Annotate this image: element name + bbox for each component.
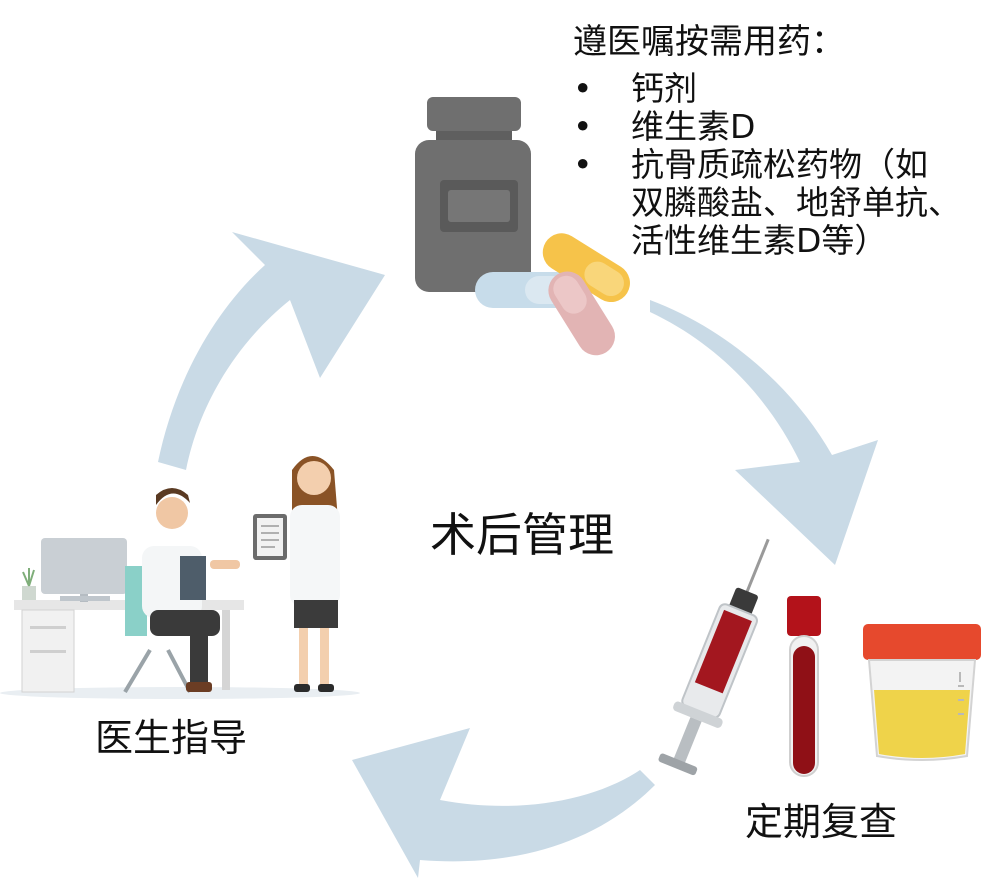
bullet: • xyxy=(573,107,593,146)
medication-item-text: 活性维生素D等） xyxy=(631,221,888,260)
medication-item-text: 双膦酸盐、地舒单抗、 xyxy=(631,183,961,222)
center-label: 术后管理 xyxy=(430,508,614,562)
medication-title: 遵医嘱按需用药： xyxy=(573,22,845,62)
pill-bottle-icon xyxy=(415,97,531,292)
medication-list: • 钙剂 • 维生素D • 抗骨质疏松药物（如 双膦酸盐、地舒单抗、 活性维生素… xyxy=(573,70,961,260)
doctor-icon xyxy=(123,488,240,694)
medication-item-text: 抗骨质疏松药物（如 xyxy=(631,145,928,184)
list-item: • 抗骨质疏松药物（如 双膦酸盐、地舒单抗、 活性维生素D等） xyxy=(573,146,961,260)
cycle-arrow-icon xyxy=(650,300,878,565)
bullet: • xyxy=(573,145,593,184)
urine-cup-icon xyxy=(863,624,981,761)
medication-item-text: 钙剂 xyxy=(631,69,697,108)
doctor-guidance-label: 医生指导 xyxy=(95,716,248,760)
cycle-arrow-icon xyxy=(352,728,655,878)
list-item: • 维生素D xyxy=(573,108,961,146)
doctor-icon xyxy=(253,456,340,692)
medication-item-text: 维生素D xyxy=(631,107,756,146)
capsule-icon xyxy=(475,233,630,356)
cycle-arrow-icon xyxy=(158,232,385,470)
list-item: • 钙剂 xyxy=(573,70,961,108)
syringe-icon xyxy=(658,538,770,776)
blood-tube-icon xyxy=(787,596,821,777)
regular-checkup-label: 定期复查 xyxy=(745,800,898,844)
bullet: • xyxy=(573,69,593,108)
